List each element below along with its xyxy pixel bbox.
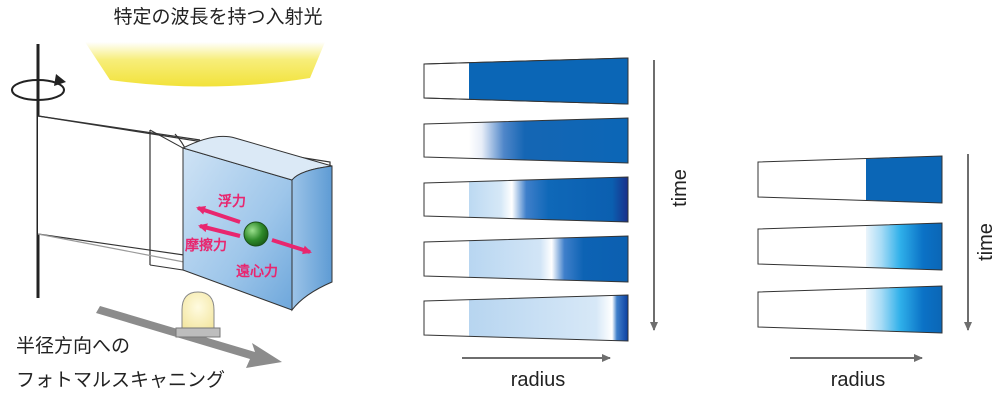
buoyancy-label: 浮力 <box>218 193 246 210</box>
force-arrows <box>196 205 312 255</box>
friction-arrow <box>198 223 241 238</box>
scanning-label-line1: 半径方向への <box>16 335 130 357</box>
particle <box>243 221 269 247</box>
panel-a: time radius <box>423 57 691 391</box>
buoyancy-arrow <box>196 205 241 224</box>
panel-b-cell-1 <box>757 155 943 204</box>
scanning-label-line2: フォトマルスキャニング <box>16 369 225 391</box>
photomultiplier-icon <box>175 291 221 338</box>
panel-a-radius-label: radius <box>511 369 565 391</box>
centrifugal-arrow <box>271 238 312 255</box>
cuvette-cell <box>149 129 333 312</box>
panel-a-cell-1 <box>423 57 629 105</box>
panel-a-cell-4 <box>423 235 629 283</box>
incident-light-label: 特定の波長を持つ入射光 <box>113 6 322 28</box>
rotation-arrow-icon <box>11 74 66 101</box>
panel-b-radius-label: radius <box>831 369 885 391</box>
panel-a-cell-5 <box>423 294 629 342</box>
panel-b: time radius <box>757 154 997 391</box>
panel-b-cell-3 <box>757 285 943 334</box>
panel-a-cell-2 <box>423 117 629 164</box>
panel-b-time-label: time <box>975 223 997 261</box>
friction-label: 摩擦力 <box>185 237 227 254</box>
rotor-schematic: 特定の波長を持つ入射光 浮 <box>11 6 333 391</box>
panel-a-time-label: time <box>669 169 691 207</box>
panel-a-cell-3 <box>423 176 629 223</box>
panel-b-cell-2 <box>757 222 943 271</box>
incident-light-beam <box>85 42 325 87</box>
centrifugal-label: 遠心力 <box>236 263 278 280</box>
